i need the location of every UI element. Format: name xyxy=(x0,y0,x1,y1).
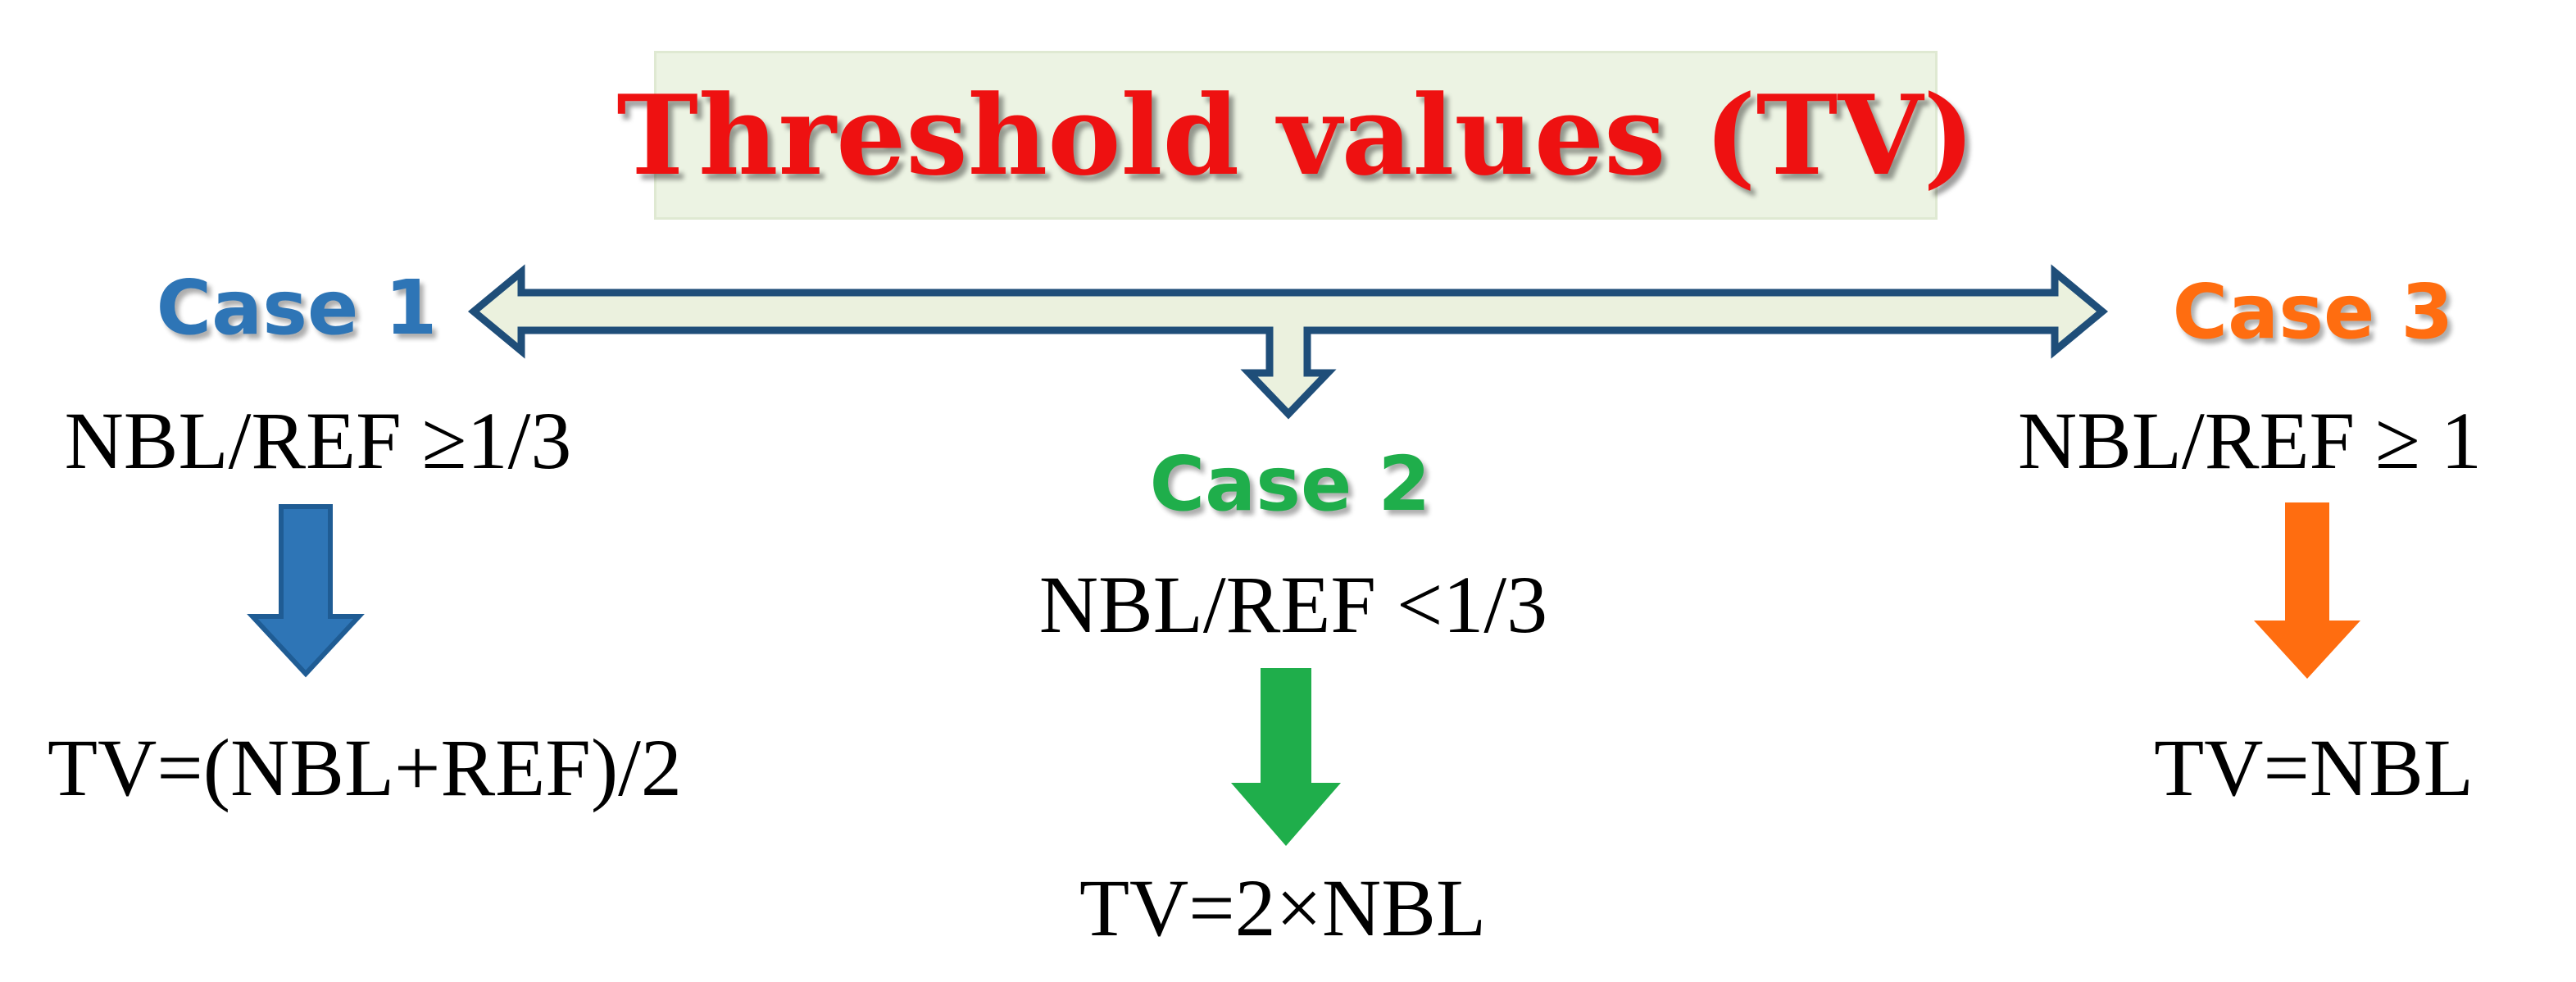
diagram-title: Threshold values (TV) xyxy=(616,70,1975,200)
case1-condition: NBL/REF ≥1/3 xyxy=(64,395,572,486)
case1-label: Case 1 xyxy=(156,264,438,352)
case1-result: TV=(NBL+REF)/2 xyxy=(48,722,682,813)
case1-down-arrow xyxy=(247,504,365,678)
case3-result: TV=NBL xyxy=(2154,722,2474,813)
connector-arrow xyxy=(467,264,2109,420)
case3-down-arrow xyxy=(2254,502,2360,679)
case3-label: Case 3 xyxy=(2172,268,2454,356)
case2-result: TV=2×NBL xyxy=(1079,862,1487,953)
case3-condition: NBL/REF ≥ 1 xyxy=(2017,395,2483,486)
case2-label: Case 2 xyxy=(1149,440,1431,528)
title-box: Threshold values (TV) xyxy=(616,51,1975,220)
case2-condition: NBL/REF <1/3 xyxy=(1038,559,1548,650)
case2-down-arrow xyxy=(1231,668,1341,846)
